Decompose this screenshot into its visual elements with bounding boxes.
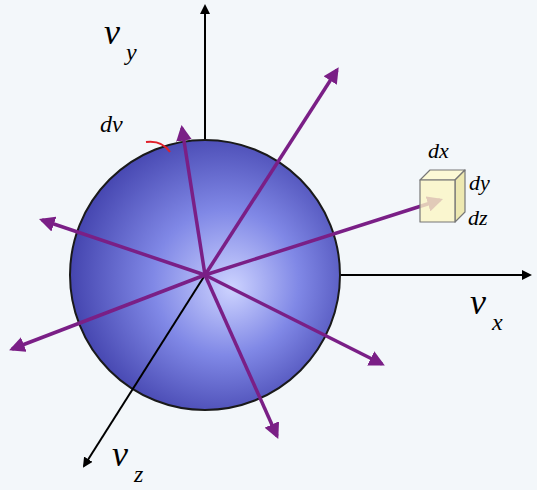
vz-axis [84,275,205,466]
velocity-arrow [42,220,205,275]
velocity-arrow [205,200,440,275]
axis-name: v [104,14,120,50]
velocity-arrow [12,275,205,349]
shell-label: dv [100,112,123,136]
axis-subscript: x [492,310,503,334]
volume-cube [420,170,465,222]
velocity-arrow [182,128,205,275]
axis-subscript: y [126,40,137,64]
cube-dimension: dz [468,207,488,229]
velocity-arrows [12,70,440,436]
cube-dimension: dy [469,172,490,194]
axis-name: v [470,284,486,320]
velocity-arrow [205,70,337,275]
dv-leader [146,142,170,152]
cube-dimension: dx [428,140,449,162]
axis-subscript: z [134,462,143,486]
velocity-arrow [205,275,382,364]
velocity-arrow [205,275,277,436]
axis-name: v [112,436,128,472]
